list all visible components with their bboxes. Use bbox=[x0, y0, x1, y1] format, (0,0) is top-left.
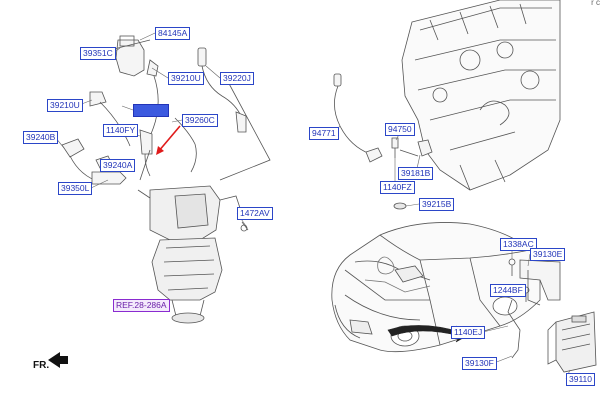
part-label-94750[interactable]: 94750 bbox=[385, 123, 415, 136]
part-label-39351c[interactable]: 39351C bbox=[80, 47, 116, 60]
part-label-1338ac[interactable]: 1338AC bbox=[500, 238, 537, 251]
engine-block bbox=[401, 0, 561, 191]
part-label-1140ej[interactable]: 1140EJ bbox=[451, 326, 486, 339]
red-pointer-arrow bbox=[156, 125, 181, 155]
part-label-39240b[interactable]: 39240B bbox=[23, 131, 59, 144]
part-label-1140fy[interactable]: 1140FY bbox=[103, 124, 139, 137]
upper-sensors bbox=[89, 35, 247, 177]
part-label-39350l[interactable]: 39350L bbox=[58, 182, 93, 195]
part-label-39130e[interactable]: 39130E bbox=[530, 248, 566, 261]
part-label-ref-28-286a[interactable]: REF.28-286A bbox=[113, 299, 170, 312]
part-label-39220j[interactable]: 39220J bbox=[220, 72, 254, 85]
part-label-1244bf[interactable]: 1244BF bbox=[490, 284, 526, 297]
ecu-assembly bbox=[507, 258, 597, 373]
part-label-39210u[interactable]: 39210U bbox=[168, 72, 204, 85]
part-label-39110[interactable]: 39110 bbox=[566, 373, 596, 386]
part-label-39130f[interactable]: 39130F bbox=[462, 357, 497, 370]
part-label-39290d[interactable]: 39290D bbox=[133, 104, 169, 117]
part-label-39210u[interactable]: 39210U bbox=[47, 99, 83, 112]
part-label-1140fz[interactable]: 1140FZ bbox=[380, 181, 415, 194]
part-label-39240a[interactable]: 39240A bbox=[100, 159, 136, 172]
cam-sensor bbox=[393, 202, 407, 210]
part-label-1472av[interactable]: 1472AV bbox=[237, 207, 273, 220]
page-corner-text: r c bbox=[591, 0, 600, 7]
part-label-39181b[interactable]: 39181B bbox=[398, 167, 434, 180]
harness-lines bbox=[109, 39, 271, 181]
part-label-39260c[interactable]: 39260C bbox=[182, 114, 218, 127]
part-label-39215b[interactable]: 39215B bbox=[419, 198, 455, 211]
catalytic-converter bbox=[137, 185, 249, 324]
vehicle-body bbox=[331, 222, 541, 353]
front-direction-label: FR. bbox=[33, 360, 50, 371]
part-label-84145a[interactable]: 84145A bbox=[155, 27, 191, 40]
front-direction-arrow bbox=[48, 352, 68, 368]
part-label-94771[interactable]: 94771 bbox=[309, 127, 339, 140]
